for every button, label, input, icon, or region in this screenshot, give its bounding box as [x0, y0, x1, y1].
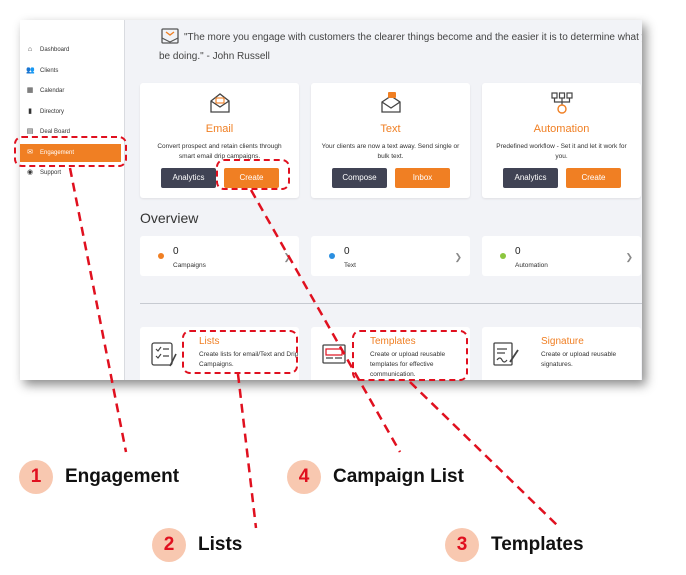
- automation-label: Automation: [515, 262, 548, 269]
- board-icon: ▤: [26, 128, 34, 135]
- overview-automation[interactable]: 0 Automation ❯: [482, 236, 641, 276]
- automation-description: Predefined workflow - Set it and let it …: [496, 143, 627, 160]
- text-title: Text: [380, 123, 401, 135]
- engagement-highlight: [14, 136, 127, 167]
- signature-icon: [493, 342, 519, 366]
- lists-connector: [236, 373, 258, 529]
- sidebar: ⌂ Dashboard 👥 Clients ▦ Calendar ▮ Direc…: [20, 20, 125, 380]
- automation-count: 0: [515, 246, 521, 257]
- overview-title: Overview: [140, 210, 199, 226]
- text-card: Text Your clients are now a text away. S…: [311, 83, 470, 198]
- automation-title: Automation: [533, 123, 590, 135]
- quote-mail-icon: [161, 28, 179, 44]
- status-dot: [329, 253, 335, 259]
- templates-description: Create or upload reusable templates for …: [370, 351, 446, 378]
- quote-line-1: "The more you engage with customers the …: [184, 32, 642, 43]
- signature-title: Signature: [541, 336, 584, 347]
- campaign-list-connector: [249, 189, 402, 453]
- text-inbox-button[interactable]: Inbox: [395, 168, 450, 188]
- callout-number: 2: [152, 528, 186, 562]
- app-screenshot: ⌂ Dashboard 👥 Clients ▦ Calendar ▮ Direc…: [20, 20, 642, 380]
- lists-description: Create lists for email/Text and Drip Cam…: [199, 351, 299, 368]
- automation-analytics-button[interactable]: Analytics: [503, 168, 558, 188]
- callout-label: Lists: [198, 534, 243, 555]
- checklist-icon: [151, 342, 177, 367]
- email-analytics-button[interactable]: Analytics: [161, 168, 216, 188]
- mail-icon: ✉: [27, 149, 33, 156]
- chevron-right-icon: ❯: [454, 252, 462, 262]
- text-label: Text: [344, 262, 356, 269]
- engagement-connector: [68, 167, 128, 453]
- sidebar-item-deal-board[interactable]: ▤ Deal Board: [20, 123, 124, 141]
- lists-tool[interactable]: Lists Create lists for email/Text and Dr…: [140, 327, 299, 380]
- signature-tool[interactable]: Signature Create or upload reusable sign…: [482, 327, 641, 380]
- workflow-icon: [550, 92, 573, 114]
- quote-text: "The more you engage with customers the …: [159, 28, 642, 66]
- sidebar-item-label: Engagement: [40, 150, 75, 156]
- sidebar-item-engagement[interactable]: ✉ Engagement: [20, 144, 121, 162]
- home-icon: ⌂: [27, 46, 33, 53]
- callout-label: Templates: [491, 534, 584, 555]
- sidebar-item-dashboard[interactable]: ⌂ Dashboard: [20, 41, 124, 59]
- chevron-right-icon: ❯: [283, 252, 291, 262]
- sidebar-item-label: Support: [40, 170, 62, 176]
- email-title: Email: [205, 123, 234, 135]
- campaigns-label: Campaigns: [173, 262, 206, 269]
- templates-tool[interactable]: Templates Create or upload reusable temp…: [311, 327, 470, 380]
- callout-templates: 3 Templates: [445, 528, 584, 562]
- sidebar-item-clients[interactable]: 👥 Clients: [20, 62, 124, 80]
- sidebar-item-label: Directory: [40, 109, 65, 115]
- email-create-button[interactable]: Create: [224, 168, 279, 188]
- create-highlight: [216, 159, 290, 190]
- callout-campaign-list: 4 Campaign List: [287, 460, 464, 494]
- callout-lists: 2 Lists: [152, 528, 242, 562]
- envelope-icon: [209, 93, 230, 113]
- email-card: Email Convert prospect and retain client…: [140, 83, 299, 198]
- automation-card: Automation Predefined workflow - Set it …: [482, 83, 641, 198]
- templates-title: Templates: [370, 336, 416, 347]
- campaigns-count: 0: [173, 246, 179, 257]
- callout-label: Campaign List: [333, 466, 464, 487]
- sidebar-item-label: Deal Board: [40, 129, 71, 135]
- main-content: "The more you engage with customers the …: [125, 20, 642, 380]
- callout-engagement: 1 Engagement: [19, 460, 179, 494]
- lists-title: Lists: [199, 336, 220, 347]
- automation-create-button[interactable]: Create: [566, 168, 621, 188]
- sidebar-item-directory[interactable]: ▮ Directory: [20, 103, 124, 121]
- callout-number: 1: [19, 460, 53, 494]
- text-count: 0: [344, 246, 350, 257]
- chevron-right-icon: ❯: [625, 252, 633, 262]
- message-icon: [380, 92, 401, 113]
- callout-number: 4: [287, 460, 321, 494]
- status-dot: [500, 253, 506, 259]
- support-icon: ◉: [26, 169, 34, 176]
- status-dot: [158, 253, 164, 259]
- templates-highlight: [352, 330, 468, 381]
- callout-number: 3: [445, 528, 479, 562]
- sidebar-item-calendar[interactable]: ▦ Calendar: [20, 82, 124, 100]
- overview-text[interactable]: 0 Text ❯: [311, 236, 470, 276]
- overview-campaigns[interactable]: 0 Campaigns ❯: [140, 236, 299, 276]
- templates-connector: [409, 381, 561, 529]
- users-icon: 👥: [26, 67, 35, 74]
- quote-line-2: be doing." - John Russell: [159, 51, 270, 62]
- signature-description: Create or upload reusable signatures.: [541, 351, 617, 368]
- sidebar-item-label: Calendar: [40, 88, 65, 94]
- lists-highlight: [182, 330, 298, 374]
- text-description: Your clients are now a text away. Send s…: [321, 143, 460, 160]
- callout-label: Engagement: [65, 466, 180, 487]
- email-description: Convert prospect and retain clients thro…: [157, 143, 282, 160]
- sidebar-item-label: Dashboard: [40, 47, 70, 53]
- divider: [140, 303, 642, 304]
- calendar-icon: ▦: [26, 87, 34, 94]
- text-compose-button[interactable]: Compose: [332, 168, 387, 188]
- book-icon: ▮: [28, 108, 32, 115]
- sidebar-item-support[interactable]: ◉ Support: [20, 164, 124, 182]
- sidebar-item-label: Clients: [40, 68, 59, 74]
